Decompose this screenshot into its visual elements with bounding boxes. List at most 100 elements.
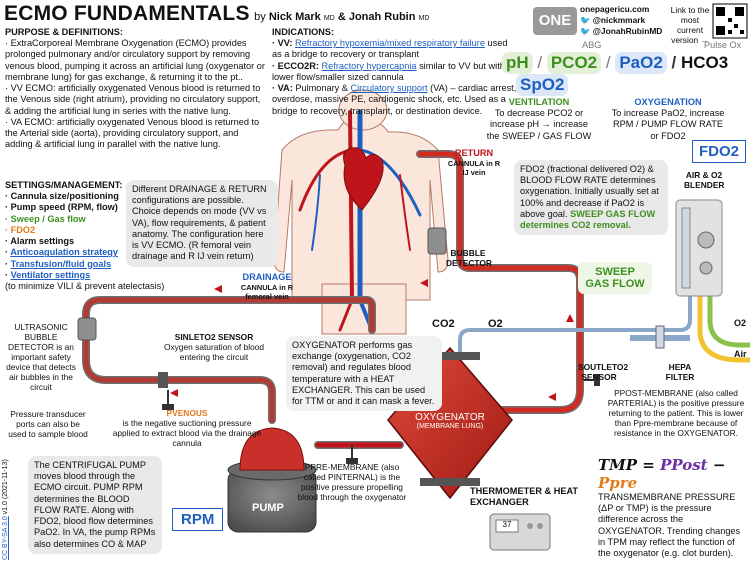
oxygenation-text: To increase PaO2, increase RPM / PUMP FL… xyxy=(611,108,725,141)
purpose-p3: · VA ECMO: artificially oxygenated Venou… xyxy=(5,116,260,150)
setting-transfusion[interactable]: · Transfusion/fluid goals xyxy=(5,258,112,269)
author-2: Jonah Rubin xyxy=(348,11,416,23)
fdo2-badge: FDO2 xyxy=(692,140,747,163)
heat-exchanger-device xyxy=(489,513,551,551)
abg-label: ABG xyxy=(582,40,602,50)
o2-line-label: O2 xyxy=(734,318,747,328)
drainage-label: DRAINAGE xyxy=(242,272,292,282)
footer-text: CC BY-SA 3.0 v1.0 (2021-11-13) xyxy=(2,459,9,560)
configuration-box: Different DRAINAGE & RETURN configuratio… xyxy=(126,180,278,267)
setting-fdo2: · FDO2 xyxy=(5,224,36,235)
author-1-suffix: MD xyxy=(323,15,335,22)
twitter-icon: 🐦 xyxy=(580,25,591,36)
indication-va: · VA: Pulmonary & Circulatory support (V… xyxy=(272,83,517,116)
tmp-box: TMP = PPost − Ppre TRANSMEMBRANE PRESSUR… xyxy=(598,456,748,559)
blender-label: AIR & O2 BLENDER xyxy=(684,170,725,191)
tmp-ppost: PPost xyxy=(660,456,708,474)
twitter-jonahrubin[interactable]: 🐦 @JonahRubinMD xyxy=(580,25,663,36)
license-link[interactable]: CC BY-SA 3.0 xyxy=(2,516,9,560)
header: ECMO FUNDAMENTALS by Nick Mark MD & Jona… xyxy=(4,2,429,26)
purpose-p1: · ExtraCorporeal Membrane Oxygenation (E… xyxy=(5,38,265,82)
thermo-reading: 37 xyxy=(502,520,512,529)
return-cannula-label: RETURN CANNULA in R IJ vein xyxy=(446,148,502,177)
hepa-label: HEPA FILTER xyxy=(665,362,695,383)
abg-values: pH / PCO2 / PaO2 / HCO3 SpO2 xyxy=(502,52,750,96)
bubble-detector-label: BUBBLE DETECTOR xyxy=(446,248,492,269)
pressure-transducer-icon xyxy=(162,374,600,464)
purpose-p2: · VV ECMO: artificially oxygenated Venou… xyxy=(5,83,261,116)
ultrasonic-detector-device xyxy=(77,317,97,341)
pvenous-note: PVENOUS is the negative suctioning press… xyxy=(112,408,262,448)
fdo2-box: FDO2 (fractional delivered O2) & BLOOD F… xyxy=(514,160,668,236)
setting-alarms: · Alarm settings xyxy=(5,236,75,247)
pulseox-label: Pulse Ox xyxy=(704,40,742,50)
tmp-lhs: TMP xyxy=(598,456,638,474)
by-word: by xyxy=(254,11,266,23)
abg-hco3: HCO3 xyxy=(680,53,729,72)
social-links[interactable]: onepagericu.com 🐦 @nickmmark 🐦 @JonahRub… xyxy=(580,4,662,37)
site-link[interactable]: onepagericu.com xyxy=(580,4,650,14)
gas-blender-device xyxy=(675,199,723,297)
page-title: ECMO FUNDAMENTALS xyxy=(4,2,250,25)
twitter-nickmark[interactable]: 🐦 @nickmmark xyxy=(580,14,646,25)
soutlet-label: SOUTLETO2 SENSOR xyxy=(578,362,629,383)
abg-pao2: PaO2 xyxy=(615,52,667,74)
drainage-sub: CANNULA in R femoral vein xyxy=(240,283,294,302)
abg-ph: pH xyxy=(502,52,533,74)
qr-code-icon xyxy=(712,3,748,39)
sinlet-title: SINLETO2 SENSOR xyxy=(174,332,254,342)
transducer-note: Pressure transducer ports can also be us… xyxy=(8,409,88,440)
abg-pco2: PCO2 xyxy=(546,52,602,74)
footer: CC BY-SA 3.0 v1.0 (2021-11-13) xyxy=(2,459,16,560)
indications-heading: INDICATIONS: xyxy=(272,27,335,37)
ventilation-heading: VENTILATION xyxy=(508,97,570,107)
ppre-note: PPRE-MEMBRANE (also called PINTERNAL) is… xyxy=(297,462,407,503)
oxygenation-heading: OXYGENATION xyxy=(634,97,702,107)
link-note: Link to the most current version → xyxy=(670,5,710,46)
tmp-formula: TMP = PPost − Ppre xyxy=(598,456,726,492)
eccor-link[interactable]: Refractory hypercapnia xyxy=(321,60,417,71)
circuit-tubing xyxy=(82,150,750,449)
setting-pump-speed: · Pump speed (RPM, flow) xyxy=(5,202,118,213)
ventilation-text: To decrease PCO2 or increase pH → increa… xyxy=(486,108,592,141)
pvenous-title: PVENOUS xyxy=(166,408,208,418)
indication-eccor: · ECCO2R: Refractory hypercapnia similar… xyxy=(272,60,505,82)
fdo2-text-2: SWEEP GAS FLOW determines CO2 removal. xyxy=(520,208,656,231)
o2-label: O2 xyxy=(488,318,503,330)
bubble-detector-device xyxy=(427,227,447,255)
pvenous-text: is the negative suctioning pressure appl… xyxy=(112,418,262,449)
centrifugal-pump xyxy=(227,427,317,533)
hepa-filter-icon xyxy=(630,325,690,349)
va-link[interactable]: Circulatory support xyxy=(350,83,428,94)
drainage-cannula-label: DRAINAGE CANNULA in R femoral vein xyxy=(232,272,302,301)
abg-spo2: SpO2 xyxy=(516,74,569,96)
twitter-icon: 🐦 xyxy=(580,14,591,25)
purpose-heading: PURPOSE & DEFINITIONS: xyxy=(5,27,123,37)
rpm-badge: RPM xyxy=(172,508,224,531)
return-sub: CANNULA in R IJ vein xyxy=(447,159,501,178)
oxygenator-label: OXYGENATOR (MEMBRANE LUNG) xyxy=(412,412,488,430)
oxygenator-title: OXYGENATOR xyxy=(415,412,485,423)
setting-sweep: · Sweep / Gas flow xyxy=(5,213,86,224)
settings-note: (to minimize VILI & prevent atelectasis) xyxy=(5,280,165,291)
return-label: RETURN xyxy=(454,148,494,158)
settings-section: SETTINGS/MANAGEMENT: · Cannula size/posi… xyxy=(5,180,164,292)
pump-note: The CENTRIFUGAL PUMP moves blood through… xyxy=(28,456,162,554)
co2-label: CO2 xyxy=(432,318,455,330)
sinlet-text: Oxygen saturation of blood entering the … xyxy=(163,342,265,363)
indication-vv: · VV: Refractory hypoxemia/mixed respira… xyxy=(272,38,508,60)
setting-ventilator[interactable]: · Ventilator settings xyxy=(5,269,91,280)
tmp-text: TRANSMEMBRANE PRESSURE (ΔP or TMP) is th… xyxy=(598,492,741,559)
setting-anticoagulation[interactable]: · Anticoagulation strategy xyxy=(5,247,118,258)
ventilation-note: VENTILATION To decrease PCO2 or increase… xyxy=(484,97,594,142)
thermometer-label: THERMOMETER & HEAT EXCHANGER xyxy=(470,486,579,508)
purpose-section: PURPOSE & DEFINITIONS: · ExtraCorporeal … xyxy=(5,27,267,150)
version-text: v1.0 (2021-11-13) xyxy=(2,459,9,515)
indications-section: INDICATIONS: · VV: Refractory hypoxemia/… xyxy=(272,27,518,117)
vv-link[interactable]: Refractory hypoxemia/mixed respiratory f… xyxy=(294,38,485,49)
oxygenator-note: OXYGENATOR performs gas exchange (oxygen… xyxy=(286,336,442,412)
author-1: Nick Mark xyxy=(268,11,321,23)
setting-cannula: · Cannula size/positioning xyxy=(5,191,119,202)
ppost-note: PPOST-MEMBRANE (also called PARTERIAL) i… xyxy=(607,388,745,439)
